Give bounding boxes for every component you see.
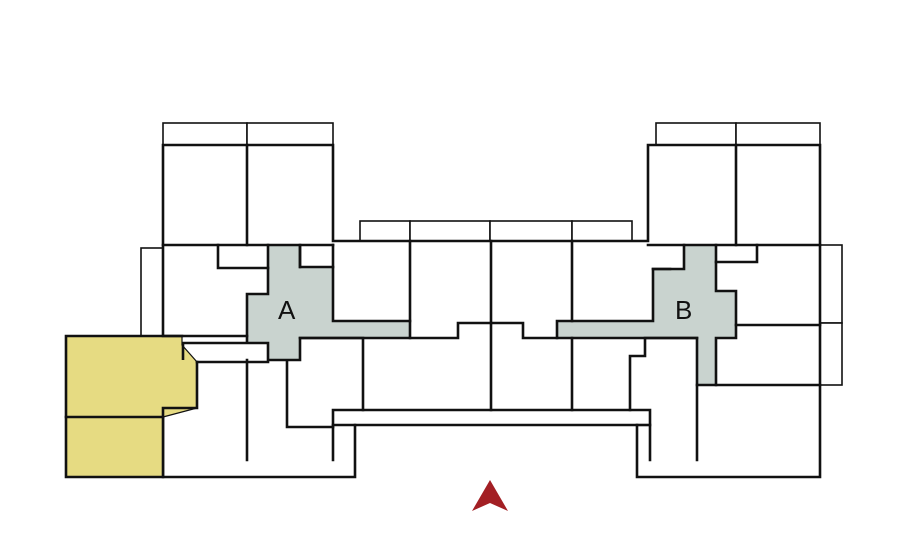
wall-c-4 — [408, 321, 493, 340]
stair-b-label: B — [675, 295, 692, 325]
balcony-center-2 — [409, 220, 491, 242]
wall-lw-7 — [285, 360, 335, 429]
balcony-right-side-1 — [819, 244, 843, 324]
north-arrow-icon — [472, 480, 508, 511]
wall-c-5 — [489, 321, 559, 340]
balcony-center-1 — [359, 220, 411, 242]
wall-rw-9 — [628, 336, 699, 412]
balcony-top-left-2 — [246, 122, 334, 146]
balcony-center-4 — [571, 220, 633, 242]
balcony-top-right-1 — [655, 122, 737, 146]
balcony-top-right-2 — [735, 122, 821, 146]
balcony-left-side — [140, 247, 164, 337]
wall-lw-8 — [298, 243, 335, 269]
wall-lw-3 — [216, 243, 270, 270]
balcony-top-left-1 — [162, 122, 248, 146]
wall-rw-5 — [714, 243, 759, 264]
wall-lw-10 — [298, 336, 365, 412]
stair-a-label: A — [278, 295, 296, 325]
balcony-right-side-2 — [819, 322, 843, 386]
balcony-center-3 — [489, 220, 573, 242]
